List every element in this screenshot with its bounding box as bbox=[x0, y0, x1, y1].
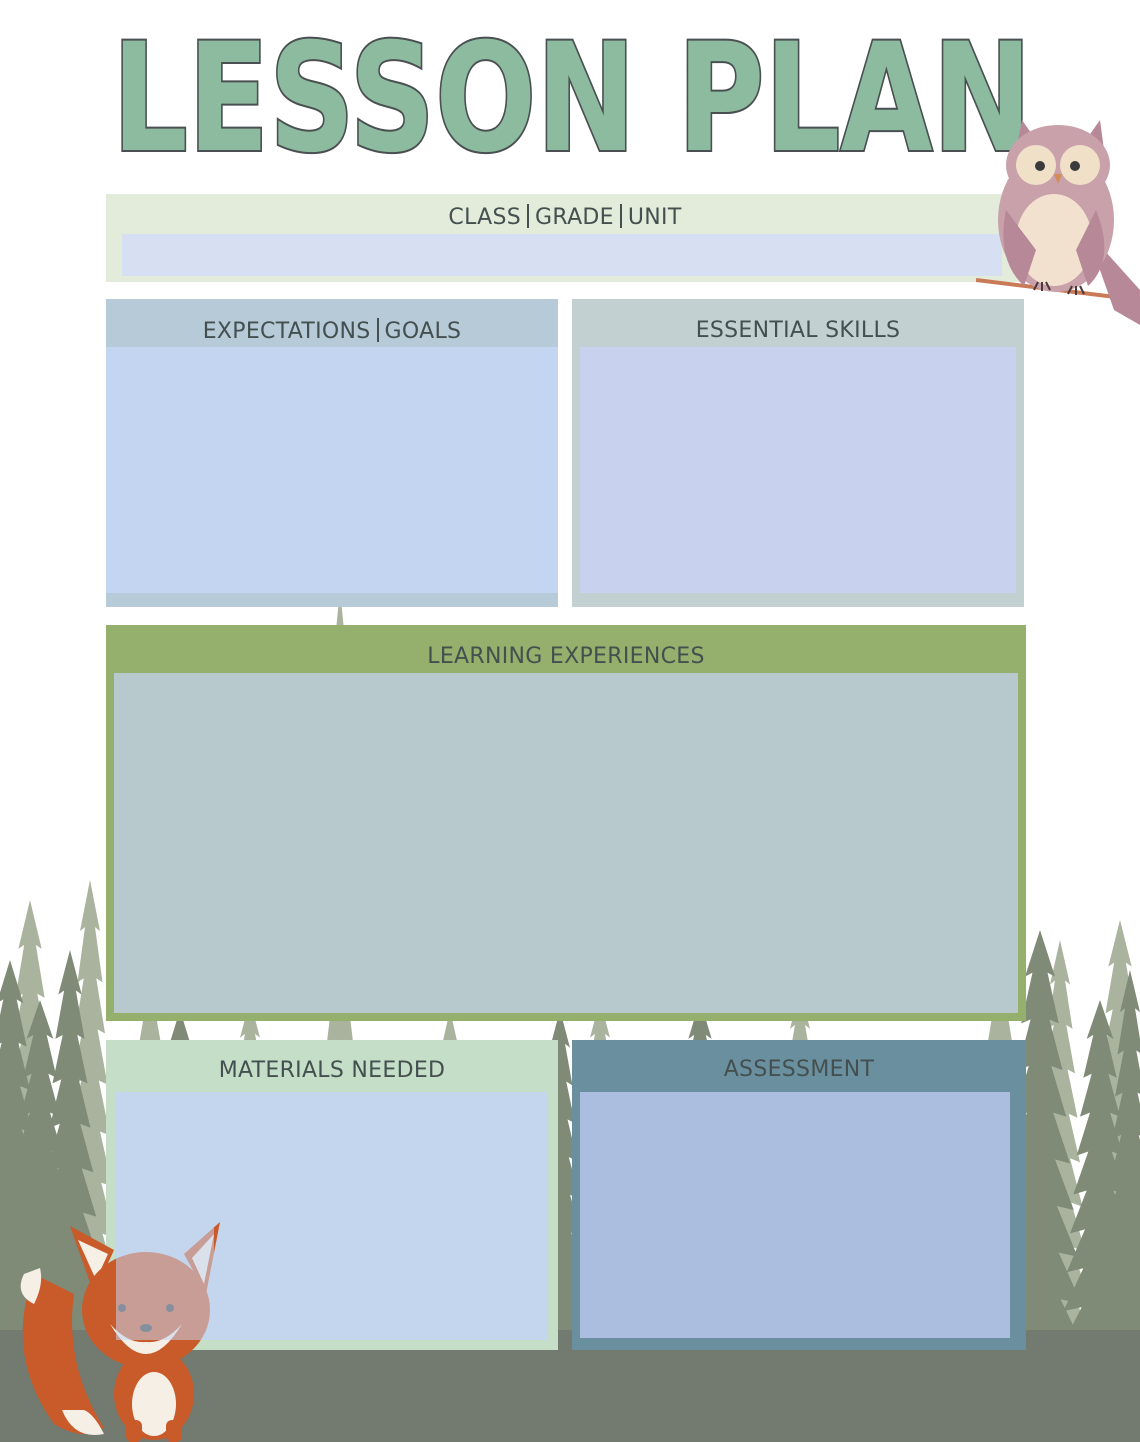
expectations-goals-field[interactable] bbox=[106, 347, 558, 593]
unit-label: UNIT bbox=[627, 205, 682, 230]
divider bbox=[527, 204, 530, 228]
essential-skills-header: ESSENTIAL SKILLS bbox=[695, 318, 901, 343]
essential-skills-field[interactable] bbox=[580, 347, 1016, 593]
fox-illustration bbox=[20, 1222, 220, 1442]
page-title: LESSON PLAN bbox=[110, 28, 1034, 163]
expectations-goals-header: EXPECTATIONS GOALS bbox=[106, 318, 558, 344]
grade-label: GRADE bbox=[535, 205, 614, 230]
pine-tree bbox=[1100, 970, 1140, 1350]
class-grade-unit-section: CLASS GRADE UNIT bbox=[106, 194, 1024, 282]
divider bbox=[619, 204, 622, 228]
class-label: CLASS bbox=[448, 205, 522, 230]
essential-skills-section: ESSENTIAL SKILLS bbox=[572, 299, 1024, 607]
materials-needed-section: MATERIALS NEEDED bbox=[106, 1040, 558, 1350]
class-grade-unit-header: CLASS GRADE UNIT bbox=[106, 204, 1024, 230]
class-grade-unit-field[interactable] bbox=[122, 234, 1002, 276]
learning-experiences-header: LEARNING EXPERIENCES bbox=[427, 644, 705, 669]
divider bbox=[376, 318, 379, 342]
assessment-section: ASSESSMENT bbox=[572, 1040, 1026, 1350]
pine-tree bbox=[0, 1000, 80, 1350]
assessment-field[interactable] bbox=[580, 1092, 1010, 1338]
page-title-text: LESSON PLAN bbox=[112, 28, 1032, 163]
expectations-goals-section: EXPECTATIONS GOALS bbox=[106, 299, 558, 607]
owl-illustration bbox=[976, 120, 1140, 325]
assessment-header: ASSESSMENT bbox=[723, 1057, 875, 1082]
learning-experiences-field[interactable] bbox=[114, 673, 1018, 1013]
learning-experiences-section: LEARNING EXPERIENCES bbox=[106, 625, 1026, 1021]
materials-needed-header: MATERIALS NEEDED bbox=[218, 1058, 446, 1083]
goals-label: GOALS bbox=[384, 319, 462, 344]
expectations-label: EXPECTATIONS bbox=[202, 319, 371, 344]
